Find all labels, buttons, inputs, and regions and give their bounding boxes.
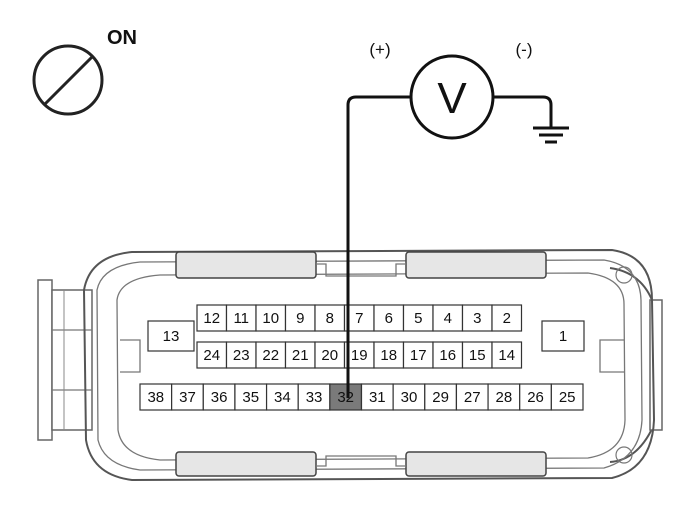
negative-lead-wire	[493, 95, 553, 128]
voltmeter-symbol: V	[437, 74, 467, 123]
pin-cell	[432, 304, 464, 332]
pin-cell	[225, 341, 257, 369]
pin-number-label: 35	[242, 389, 259, 406]
pin-number-label: 25	[559, 389, 576, 406]
pin-cell	[487, 383, 521, 411]
pin-number-label: 12	[203, 310, 220, 327]
ignition-slash	[43, 54, 95, 106]
pin-cell	[550, 383, 584, 411]
pin-cell	[455, 383, 489, 411]
pin-number-label: 26	[527, 389, 544, 406]
pin-cell	[314, 304, 346, 332]
pin-cell	[284, 304, 316, 332]
pin-number-label: 11	[233, 310, 249, 327]
highlighted-pin-cell	[329, 383, 363, 411]
pin-number-label: 20	[321, 347, 338, 364]
pin-cell	[147, 320, 195, 352]
pin-cell	[519, 383, 552, 411]
ignition-on-label: ON	[107, 27, 137, 49]
pin-cell	[360, 383, 394, 411]
pin-number-label: 32	[337, 389, 354, 406]
pin-cell	[234, 383, 268, 411]
pin-number-label: 13	[163, 328, 180, 345]
pin-number-label: 22	[262, 347, 279, 364]
pin-number-label: 30	[401, 389, 418, 406]
pin-number-label: 28	[496, 389, 513, 406]
voltmeter: V (+) (-)	[369, 40, 533, 140]
pin-cell	[297, 383, 331, 411]
pin-cell	[491, 304, 523, 332]
pin-number-label: 6	[385, 310, 393, 327]
pin-cell	[373, 304, 405, 332]
pin-number-label: 3	[473, 310, 481, 327]
pin-number-label: 7	[355, 310, 363, 327]
pin-number-label: 1	[559, 328, 567, 345]
pin-number-label: 21	[292, 347, 309, 364]
pin-number-label: 2	[503, 310, 511, 327]
pin-cell	[402, 341, 434, 369]
positive-terminal-label: (+)	[369, 40, 390, 59]
ground-icon	[533, 126, 569, 144]
pin-number-label: 10	[262, 310, 279, 327]
pin-cell	[284, 341, 316, 369]
pin-cell	[541, 320, 585, 352]
ignition-switch-icon	[32, 44, 104, 116]
pin-number-label: 9	[296, 310, 304, 327]
pin-number-label: 19	[351, 347, 368, 364]
pin-number-label: 38	[147, 389, 164, 406]
pin-number-label: 29	[432, 389, 449, 406]
ignition-switch: ON	[32, 27, 137, 116]
pin-number-label: 33	[306, 389, 323, 406]
pin-number-label: 34	[274, 389, 291, 406]
pin-cell	[402, 304, 434, 332]
pin-number-label: 24	[203, 347, 220, 364]
pin-number-label: 18	[380, 347, 397, 364]
pin-number-label: 15	[469, 347, 486, 364]
pin-number-label: 27	[464, 389, 481, 406]
pin-cell	[461, 304, 493, 332]
pin-number-label: 31	[369, 389, 386, 406]
pin-number-label: 4	[444, 310, 452, 327]
pin-number-label: 16	[439, 347, 456, 364]
positive-lead-wire	[346, 95, 411, 398]
pin-number-label: 8	[326, 310, 334, 327]
pin-number-label: 5	[414, 310, 422, 327]
pin-cell	[171, 383, 204, 411]
negative-terminal-label: (-)	[516, 40, 533, 59]
pin-cell	[196, 304, 228, 332]
pin-number-label: 14	[498, 347, 515, 364]
pin-number-label: 23	[233, 347, 250, 364]
pin-number-label: 37	[179, 389, 196, 406]
pin-number-label: 17	[410, 347, 427, 364]
pin-cell	[225, 304, 257, 332]
connector-housing	[37, 248, 663, 482]
pin-number-label: 36	[211, 389, 228, 406]
pin-cell	[202, 383, 236, 411]
pin-cell	[491, 341, 523, 369]
pin-cell	[139, 383, 173, 411]
pin-cell	[314, 341, 346, 369]
